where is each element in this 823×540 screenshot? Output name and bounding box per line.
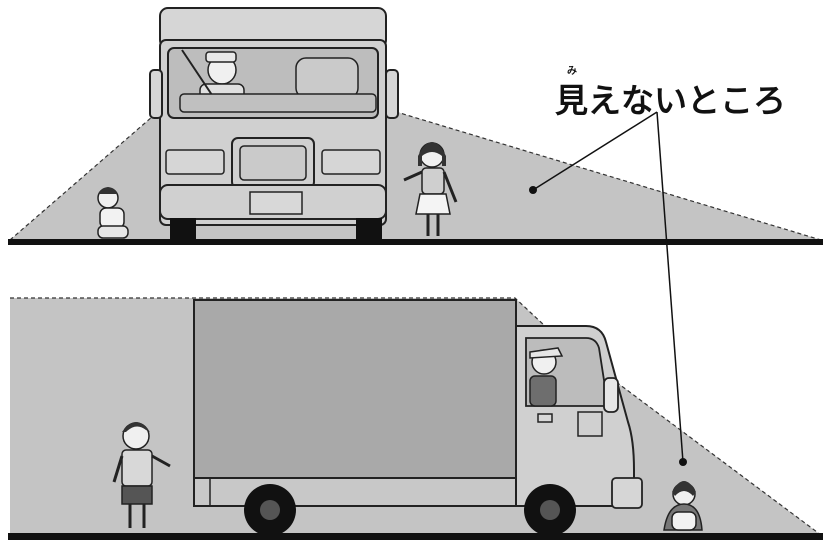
callout-point-side — [679, 458, 687, 466]
crouching-girl-side — [663, 481, 703, 531]
side-road — [8, 533, 823, 540]
standing-boy-side — [112, 422, 171, 528]
blind-spot-label: み 見えないところ — [555, 62, 786, 122]
front-road — [8, 239, 823, 245]
crouching-child-front — [97, 187, 129, 239]
callout-point-front — [529, 186, 537, 194]
truck-front — [149, 7, 399, 240]
callout-lines — [529, 111, 687, 466]
blind-spot-label-text: 見えないところ — [555, 81, 786, 120]
side-view-panel — [8, 297, 823, 540]
standing-girl-front — [403, 142, 458, 236]
front-view-panel — [8, 7, 823, 245]
front-blind-zone-boundary — [9, 109, 822, 241]
truck-side — [193, 299, 643, 536]
side-blind-zone-boundary — [10, 297, 822, 536]
blind-spot-label-ruby: み — [567, 66, 577, 77]
